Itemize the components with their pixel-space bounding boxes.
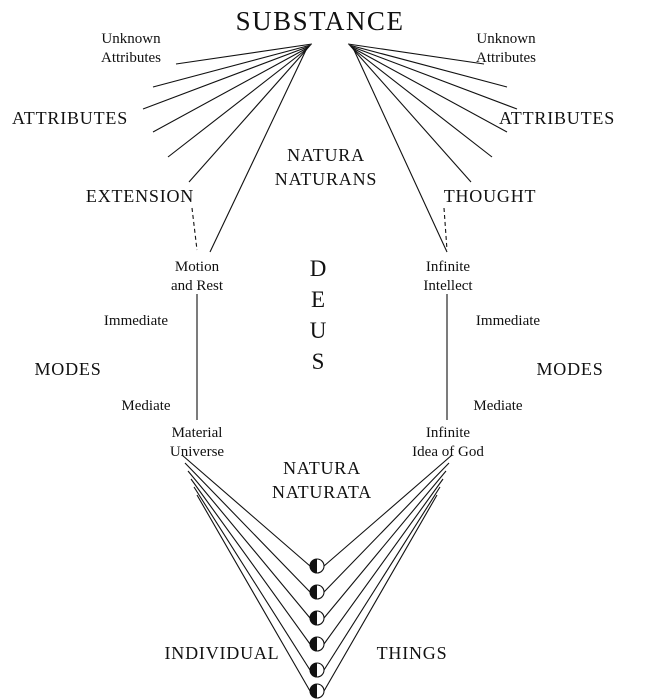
individual-thing-icons xyxy=(309,558,325,699)
modes-right-label: MODES xyxy=(536,359,604,379)
things-fan-right xyxy=(323,454,453,692)
attributes-left-label: ATTRIBUTES xyxy=(12,108,128,128)
natura-naturata-label: NATURA NATURATA xyxy=(272,458,372,502)
attribute-mode-dashed-connectors xyxy=(191,207,448,251)
individual-thing-icon xyxy=(309,636,325,652)
modes-left-label: MODES xyxy=(34,359,102,379)
deus-label: D E U S xyxy=(309,256,327,374)
extension-label: EXTENSION xyxy=(85,186,195,206)
natura-naturans-label: NATURA NATURANS xyxy=(274,145,378,189)
mediate-right-label: Mediate xyxy=(473,398,523,414)
infinite-idea-of-god-label: Infinite Idea of God xyxy=(412,425,484,460)
substance-fan-right xyxy=(347,43,518,253)
material-universe-label: Material Universe xyxy=(169,425,225,460)
immediate-left-label: Immediate xyxy=(103,313,169,329)
individual-label: INDIVIDUAL xyxy=(164,643,280,663)
motion-and-rest-label: Motion and Rest xyxy=(170,259,224,294)
unknown-attributes-right-label: Unknown Attributes xyxy=(476,31,536,66)
individual-thing-icon xyxy=(309,584,325,600)
mode-lines xyxy=(196,294,448,420)
individual-thing-icon xyxy=(309,558,325,574)
immediate-right-label: Immediate xyxy=(475,313,541,329)
things-label: THINGS xyxy=(376,643,448,663)
individual-thing-icon xyxy=(309,662,325,678)
individual-thing-icon xyxy=(309,610,325,626)
unknown-attributes-left-label: Unknown Attributes xyxy=(101,31,161,66)
mediate-left-label: Mediate xyxy=(121,398,171,414)
individual-thing-icon xyxy=(309,683,325,699)
substance-fan-left xyxy=(142,43,313,253)
infinite-intellect-label: Infinite Intellect xyxy=(423,259,473,294)
thought-label: THOUGHT xyxy=(443,186,537,206)
attributes-right-label: ATTRIBUTES xyxy=(499,108,615,128)
things-fan-left xyxy=(181,454,311,692)
substance-label: SUBSTANCE xyxy=(235,6,405,36)
